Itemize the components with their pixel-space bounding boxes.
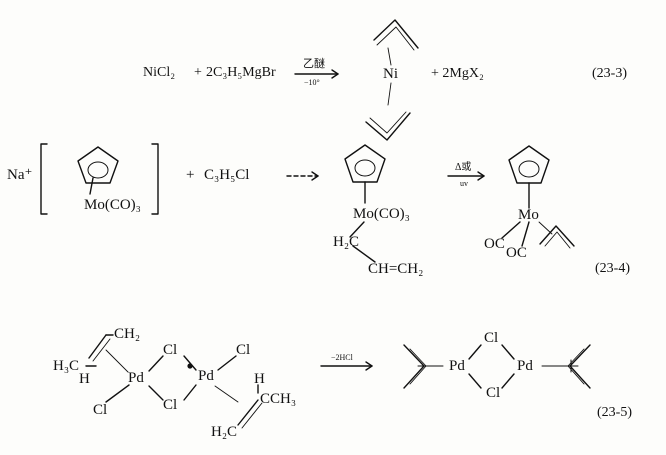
condition-temperature: −10° [304, 78, 320, 87]
product-chlorine-bottom: Cl [486, 385, 501, 401]
reaction-arrow-23-3 [294, 69, 339, 79]
condition-heat-or: Δ或 [455, 162, 472, 173]
palladium-1: Pd [128, 370, 144, 386]
product-pd-cl-bonds [468, 344, 515, 389]
reaction-arrow-23-4a [286, 171, 319, 181]
product-palladium-2: Pd [517, 358, 533, 374]
cp-ring-product [508, 145, 550, 209]
equation-label-23-4: (23-4) [595, 261, 630, 276]
plus-sign-23-4: + [186, 167, 195, 183]
product-allyl-left [403, 344, 444, 389]
pd-terminal-cl-bonds [105, 355, 237, 403]
nickel-atom: Ni [383, 66, 398, 82]
condition-hcl-loss: −2HCl [331, 353, 353, 362]
condition-uv: uv [460, 179, 468, 188]
product-carbonyl-1: OC [484, 236, 505, 252]
allyl-ligand-bottom [365, 82, 411, 141]
right-h2c: H₂C [211, 424, 238, 440]
product-chlorine-top: Cl [484, 330, 499, 346]
product-palladium-1: Pd [449, 358, 465, 374]
reactant-nickel-chloride: NiCl₂ [143, 65, 176, 80]
product-carbonyl-2: OC [506, 245, 527, 261]
terminal-chlorine-left: Cl [93, 402, 108, 418]
equation-label-23-3: (23-3) [592, 66, 627, 81]
bridging-chlorine-top: Cl [163, 342, 178, 358]
plus-sign: + [194, 65, 202, 80]
anion-bracket-left [40, 143, 48, 215]
cp-ring-anion [77, 146, 119, 195]
right-h: H [254, 371, 265, 387]
allyl-ligand-top [373, 19, 419, 66]
palladium-2: Pd [198, 368, 214, 384]
pd-cl-bridge-bonds [148, 355, 197, 401]
right-ch3: CCH₃ [260, 391, 297, 407]
bridging-chlorine-bottom: Cl [163, 397, 178, 413]
intermediate-vinyl: CH=CH₂ [368, 261, 424, 277]
reaction-arrow-23-5 [320, 361, 373, 371]
reactant-allyl-grignard: 2C₃H₅MgBr [206, 65, 276, 80]
anion-metal-carbonyl: Mo(CO)₃ [84, 197, 141, 213]
left-h: H [79, 371, 90, 387]
right-propene-ligand [214, 384, 263, 429]
product-molybdenum: Mo [518, 207, 539, 223]
equation-label-23-5: (23-5) [597, 405, 632, 420]
left-ch2: CH₂ [114, 326, 141, 342]
left-h3c: H₃C [53, 358, 80, 374]
eta3-allyl-product [538, 221, 575, 249]
cp-ring-intermediate [344, 144, 386, 204]
anion-bracket-right [151, 143, 159, 215]
reaction-arrow-23-4b [447, 171, 485, 181]
product-co-bonds [501, 221, 530, 247]
allyl-chloride: C₃H₅Cl [204, 167, 250, 183]
byproduct-magnesium-halide: + 2MgX₂ [431, 66, 484, 81]
product-allyl-right [541, 344, 591, 389]
bond-dot [187, 363, 193, 369]
terminal-chlorine-right: Cl [236, 342, 251, 358]
intermediate-metal-carbonyl: Mo(CO)₃ [353, 206, 410, 222]
condition-solvent: 乙醚 [303, 58, 325, 70]
intermediate-ch2: H₂C [333, 234, 360, 250]
left-propene-ligand [85, 334, 129, 373]
sodium-counter-ion: Na⁺ [7, 167, 33, 183]
allyl-sigma-bonds [349, 221, 376, 263]
